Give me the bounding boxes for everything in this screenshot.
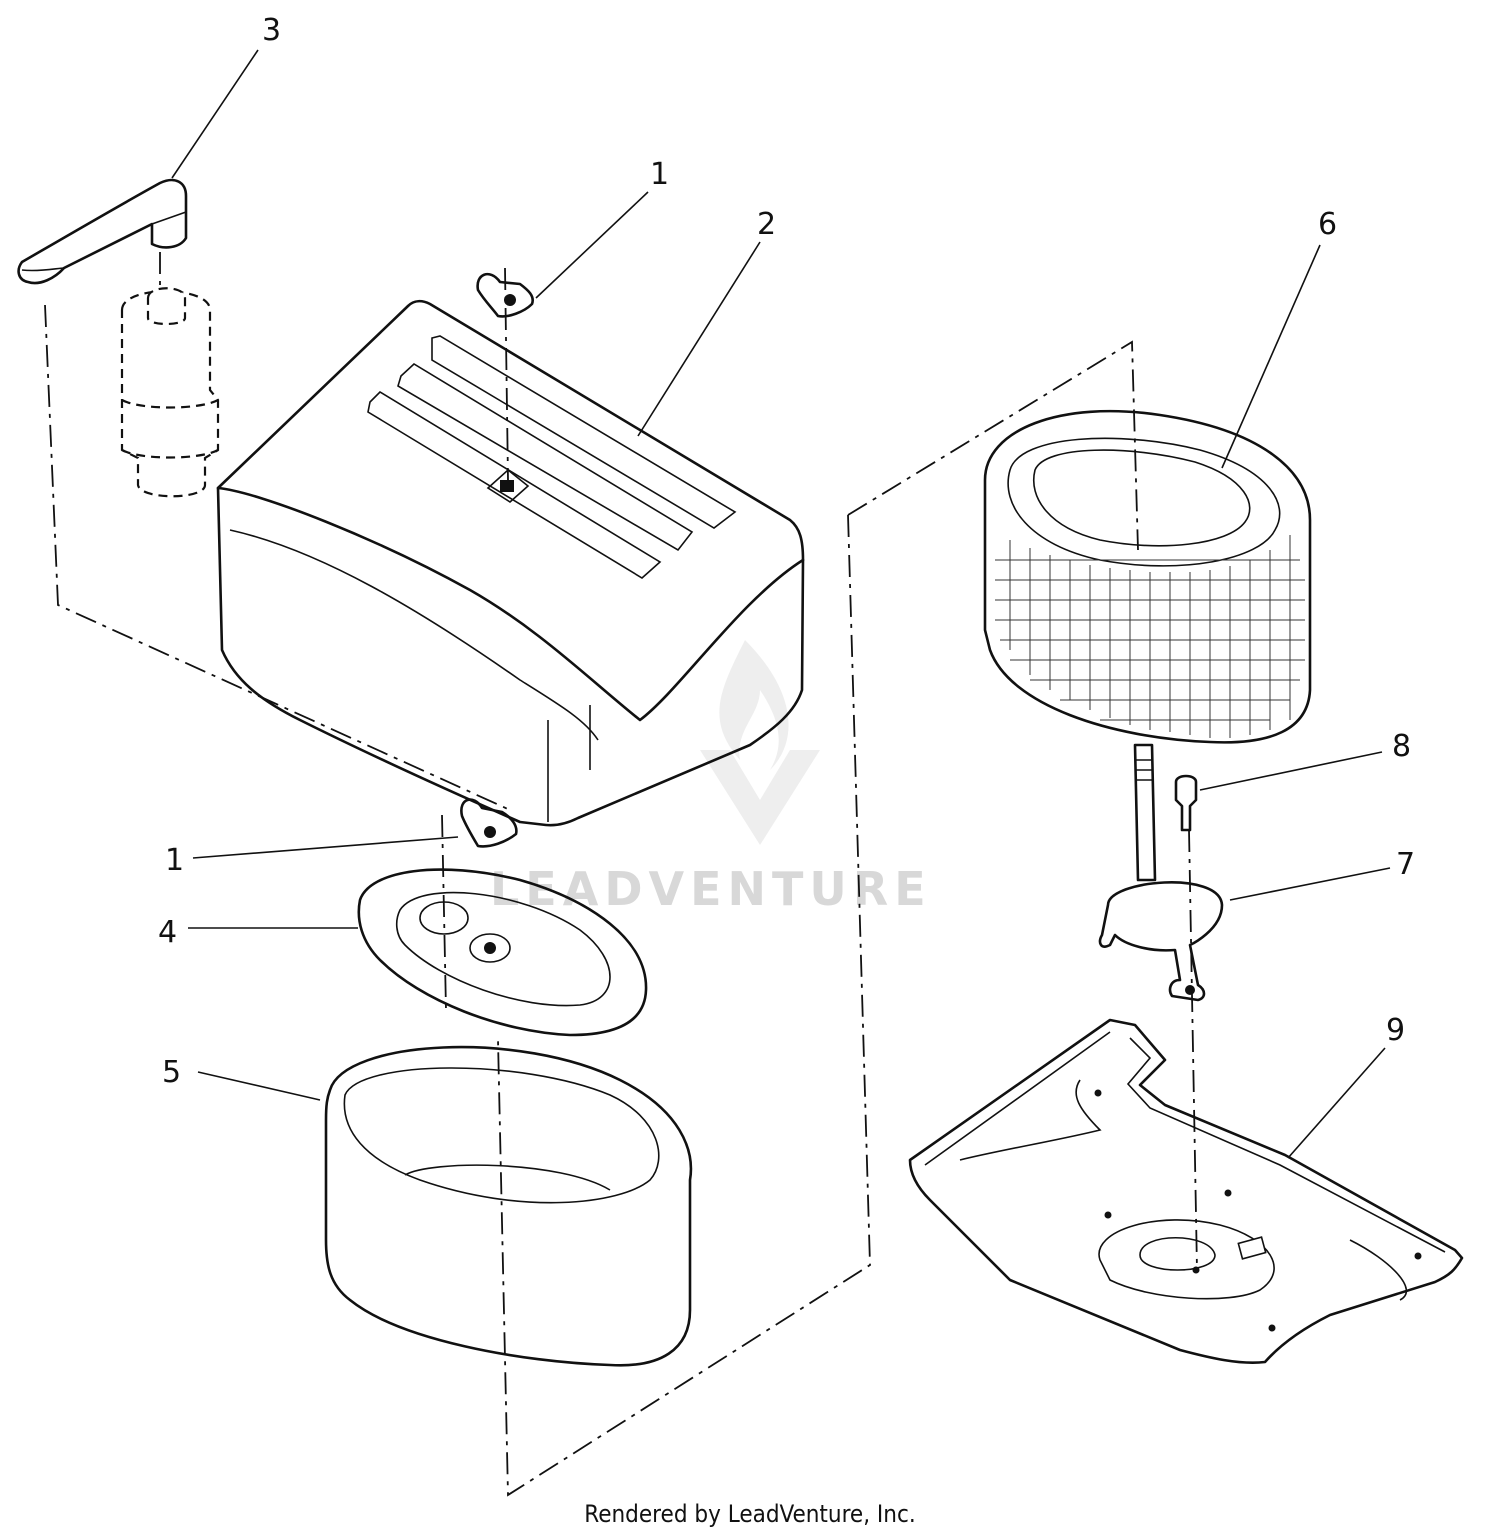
watermark-text: LEADVENTURE xyxy=(490,862,932,916)
watermark-logo xyxy=(700,640,820,845)
part-4-inner-plate xyxy=(357,868,648,1037)
part-7-bracket xyxy=(1098,743,1224,1002)
callout-1-bottom: 1 xyxy=(165,843,184,878)
part-9-base-plate xyxy=(908,1018,1464,1364)
callout-1-top: 1 xyxy=(650,157,669,192)
footer-credit: Rendered by LeadVenture, Inc. xyxy=(584,1500,916,1528)
callout-2: 2 xyxy=(757,207,776,242)
callout-3: 3 xyxy=(262,13,281,48)
part-8-bolt xyxy=(1174,774,1198,832)
part-5-base xyxy=(324,1045,693,1367)
callout-8: 8 xyxy=(1392,729,1411,764)
part-2-cover xyxy=(216,299,805,827)
callout-6: 6 xyxy=(1318,207,1337,242)
part-3-intake-tube xyxy=(17,178,220,498)
assembly-lines xyxy=(44,252,1198,1497)
callout-4: 4 xyxy=(158,915,177,950)
part-6-filter-element xyxy=(983,409,1312,744)
filter-mesh xyxy=(995,535,1305,738)
callout-5: 5 xyxy=(162,1055,181,1090)
callout-7: 7 xyxy=(1396,847,1415,882)
part-1-wing-nut-top xyxy=(476,272,534,318)
part-1-wing-nut-bottom xyxy=(460,798,518,848)
callout-9: 9 xyxy=(1386,1013,1405,1048)
leader-lines xyxy=(171,49,1391,1159)
